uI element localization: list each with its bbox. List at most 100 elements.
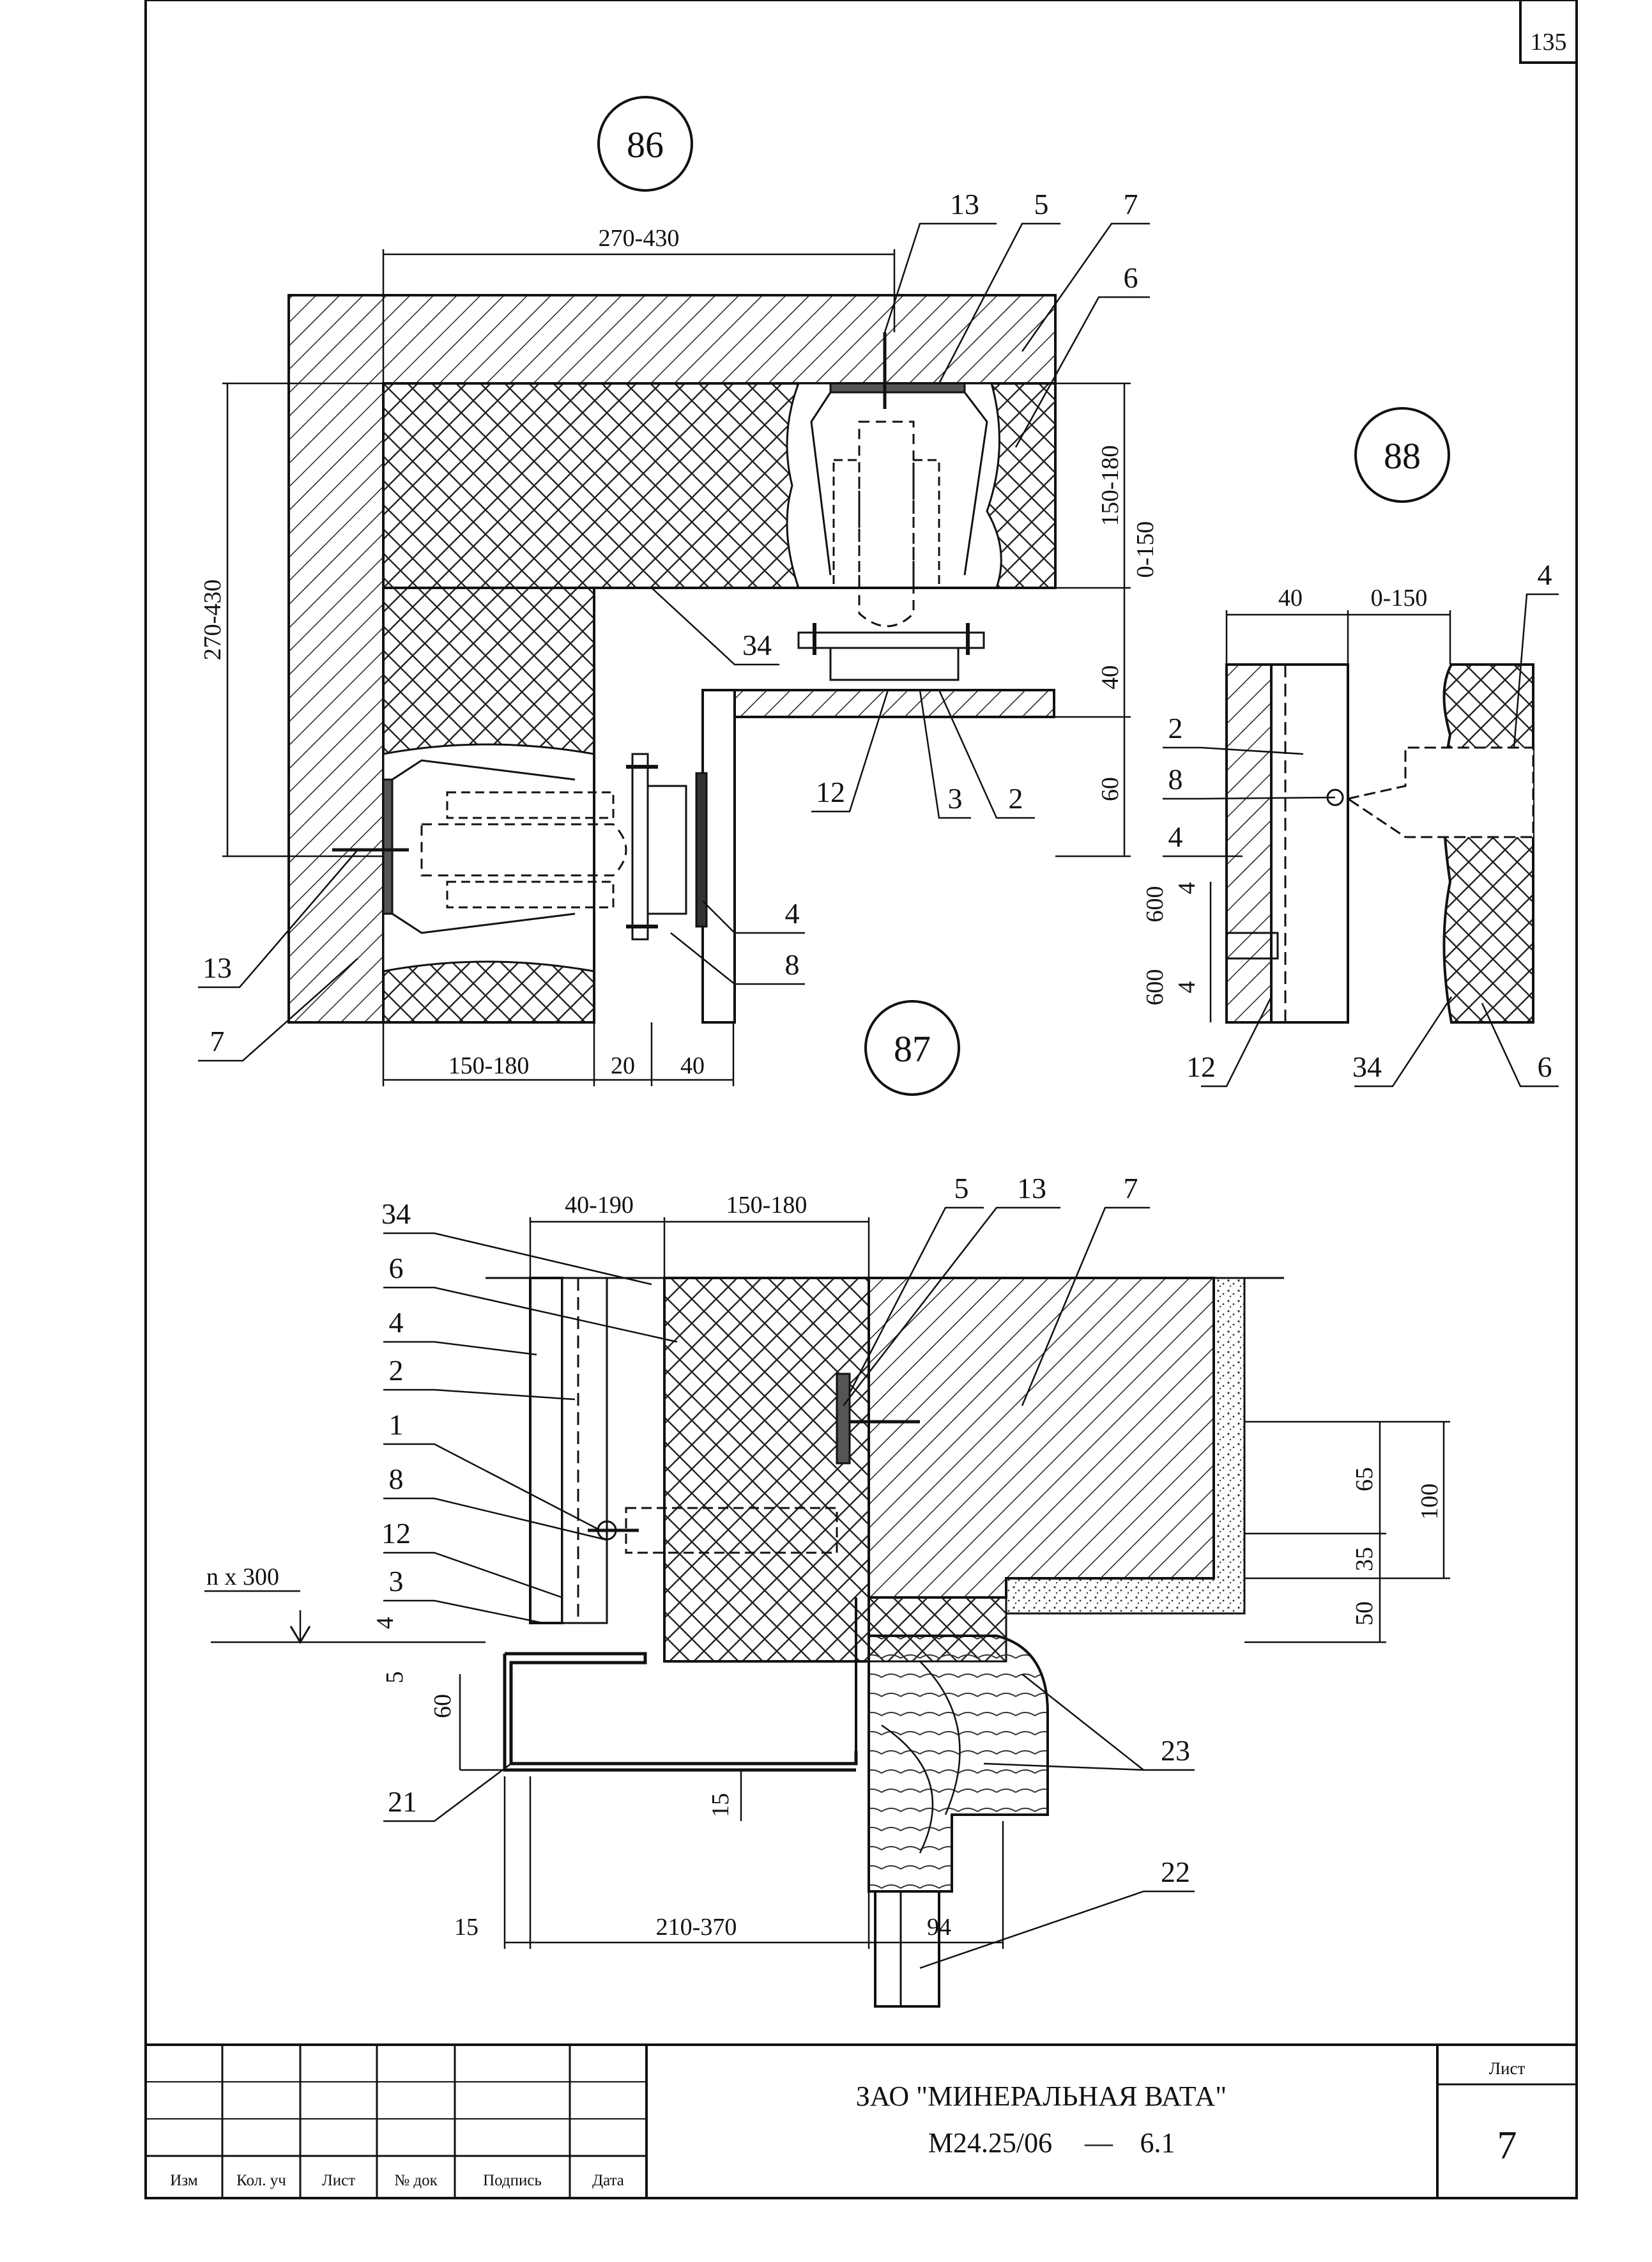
tag-88-8: 8 [1168,763,1183,796]
dim-100: 100 [1416,1484,1443,1520]
dim-88-600a: 600 [1142,886,1168,923]
tag-b-6: 6 [389,1252,404,1284]
tag-5: 5 [1034,188,1049,220]
col-date: Дата [592,2172,624,2189]
dim-15-v: 15 [707,1793,734,1817]
bracket-88 [1345,746,1534,838]
tag-7-left: 7 [210,1025,225,1058]
sheet-label: Лист [1489,2059,1526,2078]
dimension-lines-bottom [211,1217,1450,1949]
col-doc-no: № док [394,2172,438,2189]
dim-plate-40: 40 [1097,665,1124,689]
dim-88-4a: 4 [1174,882,1200,895]
tags-bottom: 34 6 4 2 1 8 12 3 21 5 13 7 23 22 [381,1172,1190,1888]
dim-height-left: 270-430 [199,580,226,661]
title-block-headers: Изм Кол. уч Лист № док Подпись Дата [170,2172,624,2189]
tag-b-2: 2 [389,1354,404,1387]
corner-profile [593,587,1055,1024]
dim-4: 4 [372,1617,399,1629]
tag-13-top: 13 [950,188,979,220]
support-plate [733,689,1055,718]
tag-88-12: 12 [1186,1050,1216,1083]
tag-2: 2 [1009,782,1023,815]
brick-wall-bottom [868,1277,1215,1599]
dim-88-4b: 4 [1174,981,1200,994]
tag-b-3: 3 [389,1565,404,1597]
organization-name: ЗАО "МИНЕРАЛЬНАЯ ВАТА" [856,2081,1227,2112]
wool-88 [1442,663,1534,1024]
tag-7-top: 7 [1124,188,1138,220]
dimension-texts-86: 270-430 270-430 150-180 0-150 40 60 150-… [199,225,1159,1079]
rail-hatched [1225,663,1273,1024]
tag-b-4: 4 [389,1306,404,1339]
title-block [146,2043,1577,2198]
doc-section: 6.1 [1140,2127,1175,2158]
dim-60-b: 60 [429,1694,456,1718]
dimension-lines-86 [222,249,1131,1086]
window-sash [874,1890,940,2008]
level-n-x-300: n x 300 [206,1564,279,1590]
col-izm: Изм [170,2172,198,2189]
tag-b-22: 22 [1161,1856,1190,1888]
dim-15-h: 15 [454,1914,478,1941]
dim-insul-thick: 150-180 [1097,445,1124,527]
col-kol-uch: Кол. уч [236,2172,286,2189]
tag-b-23: 23 [1161,1734,1190,1767]
sheet-number: 7 [1497,2124,1517,2167]
dim-width-top: 270-430 [599,225,680,252]
tag-b-5: 5 [954,1172,969,1204]
tag-b-12: 12 [381,1517,411,1550]
callout-86: 86 [597,96,693,192]
tag-b-7: 7 [1124,1172,1138,1204]
detail-window-reveal: 40-190 150-180 65 35 50 100 4 5 60 15 15… [204,1172,1450,2008]
dim-5: 5 [381,1672,408,1684]
rail-profile-bottom [561,1277,608,1624]
tag-88-34: 34 [1352,1050,1382,1083]
facade-panel [529,1277,563,1624]
rail-profile [1270,663,1349,1024]
leaders-bottom [383,1206,1195,1969]
leaders-88 [1163,593,1559,1088]
tag-b-34: 34 [381,1197,411,1230]
tag-88-6: 6 [1538,1050,1552,1083]
col-list: Лист [322,2172,355,2189]
dim-65: 65 [1351,1467,1378,1491]
dim-35: 35 [1351,1547,1378,1571]
dim-50: 50 [1351,1601,1378,1626]
tag-b-21: 21 [388,1785,417,1818]
document-code: М24.25/06 — 6.1 [928,2127,1175,2158]
dim-gap-40-190: 40-190 [565,1192,634,1219]
tags-88: 4 2 8 4 12 34 6 [1168,558,1552,1083]
dim-60: 60 [1097,777,1124,801]
dim-94: 94 [927,1914,951,1941]
tag-b-13: 13 [1017,1172,1046,1204]
tag-6: 6 [1124,261,1138,294]
mineral-wool-bottom [663,1277,870,1663]
window-frame-wood [868,1635,1049,1893]
tag-88-4: 4 [1168,820,1183,853]
doc-code: М24.25/06 [928,2127,1052,2158]
tag-34: 34 [742,629,772,661]
detail-88: 40 0-150 600 600 4 4 4 2 8 4 12 34 6 [1142,558,1559,1088]
bracket-left [332,753,708,941]
leaders-86 [198,222,1150,1062]
tag-b-8: 8 [389,1463,404,1495]
callout-87: 87 [864,1000,960,1096]
anchor-assembly [588,1373,920,1554]
dim-40: 40 [680,1052,705,1079]
col-signature: Подпись [483,2172,542,2189]
dim-88-40: 40 [1278,585,1303,612]
tag-8: 8 [785,948,800,981]
dim-88-600b: 600 [1142,969,1168,1006]
dimension-texts-88: 40 0-150 600 600 4 4 [1142,585,1427,1006]
tag-88-2: 2 [1168,712,1183,744]
dim-88-gap: 0-150 [1371,585,1428,612]
dim-insul-150-180: 150-180 [726,1192,807,1219]
dimension-lines-88 [1209,610,1451,1022]
tags-86: 13 5 7 6 34 12 3 2 13 7 4 8 [203,188,1138,1058]
doc-dash: — [1084,2127,1113,2158]
sheet-frame [144,0,1578,2199]
svg-text:87: 87 [894,1028,931,1070]
